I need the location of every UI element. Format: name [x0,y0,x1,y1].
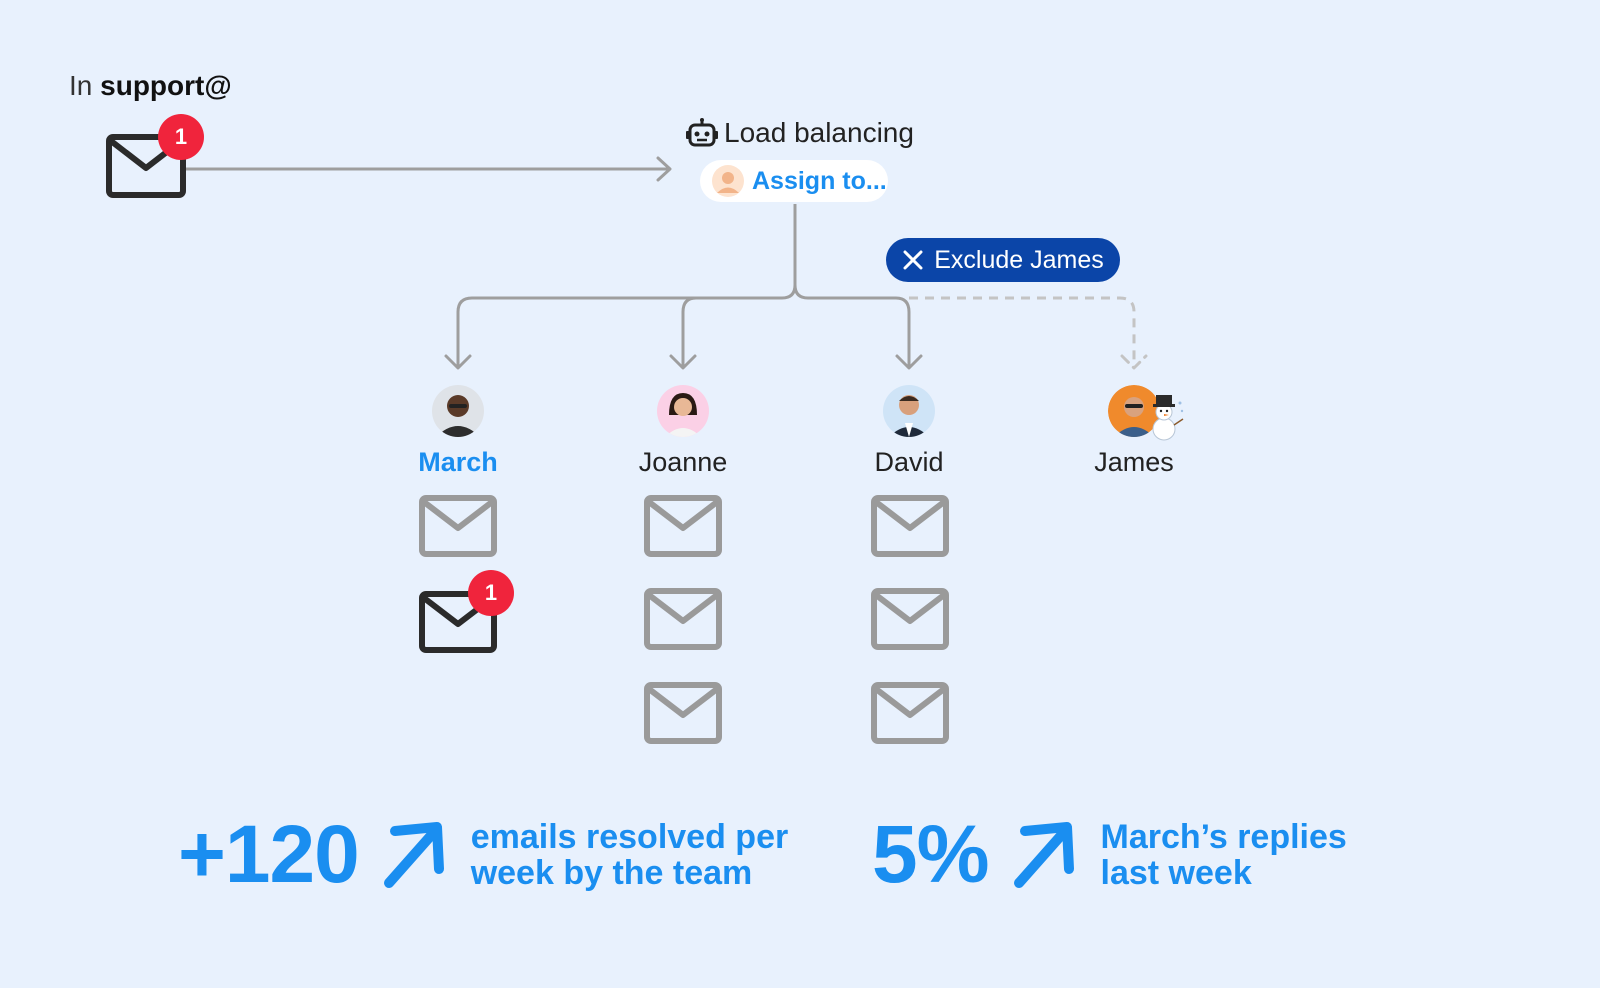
mail-icon [647,685,719,741]
stat-team-line2: week by the team [471,855,789,891]
stat-march-line1: March’s replies [1101,819,1347,855]
stat-march-text: March’s replies last week [1101,819,1347,891]
mail-icon [647,591,719,647]
mail-icon [647,498,719,554]
arrow-up-right-icon [1011,821,1075,889]
mail-icon [422,498,494,554]
stat-team-line1: emails resolved per [471,819,789,855]
mail-icon [874,591,946,647]
stat-march: 5% March’s replies last week [872,808,1347,902]
march-new-mail-badge: 1 [468,570,514,616]
stat-team-value: +120 [178,808,359,902]
stat-march-line2: last week [1101,855,1347,891]
stat-team-text: emails resolved per week by the team [471,819,789,891]
stat-team: +120 emails resolved per week by the tea… [178,808,788,902]
arrow-up-right-icon [381,821,445,889]
mail-icon [874,685,946,741]
mail-icon [874,498,946,554]
stat-march-value: 5% [872,808,989,902]
